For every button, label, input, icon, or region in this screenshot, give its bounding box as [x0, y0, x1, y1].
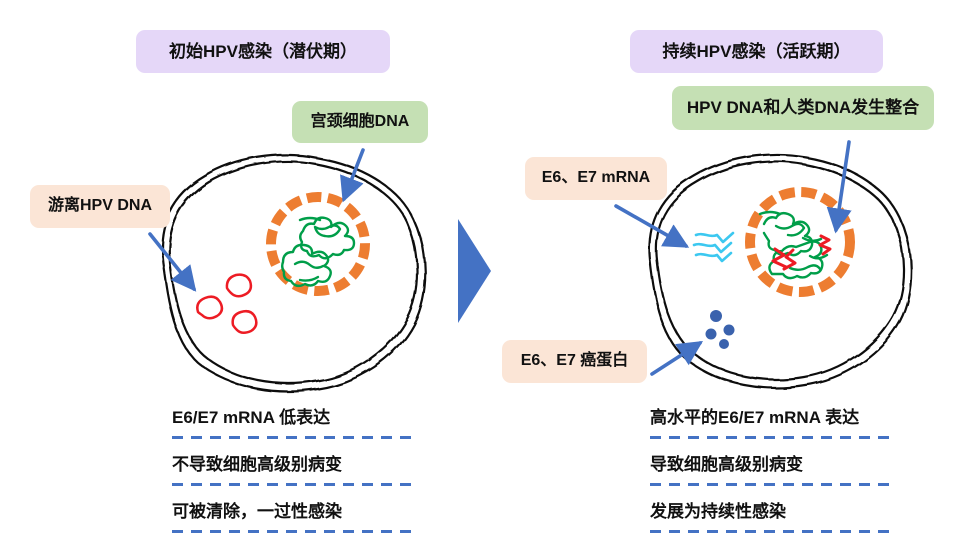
- note-row: 可被清除，一过性感染: [172, 500, 416, 540]
- pointer-arrows: [148, 140, 852, 376]
- dashed-divider: [172, 483, 416, 486]
- oncoprotein-dot: [705, 328, 717, 340]
- right-cell-outer-membrane: [648, 153, 913, 389]
- dna-scribble: [298, 275, 320, 282]
- left-cell-outer-membrane: [161, 153, 427, 393]
- episomal-hpv-dna-label: 游离HPV DNA: [30, 185, 170, 228]
- note-text: 发展为持续性感染: [650, 502, 786, 521]
- note-row: 不导致细胞高级别病变: [172, 453, 416, 500]
- hpv-episome-circle: [225, 273, 253, 298]
- e6-e7-mrna-label: E6、E7 mRNA: [525, 157, 667, 200]
- right-integrated-hpv-dna: [771, 234, 832, 271]
- left-panel-header: 初始HPV感染（潜伏期）: [136, 30, 390, 73]
- dashed-divider: [172, 436, 416, 439]
- left-cell-membrane: [161, 153, 427, 393]
- integrated-hpv-segment: [771, 247, 788, 269]
- right-cell-inner-membrane: [655, 160, 905, 381]
- dna-scribble: [313, 224, 342, 238]
- arrow-mrna: [614, 204, 690, 248]
- dna-scribble: [788, 264, 822, 271]
- right-panel-header: 持续HPV感染（活跃期）: [630, 30, 883, 73]
- note-text: 高水平的E6/E7 mRNA 表达: [650, 408, 860, 427]
- note-row: E6/E7 mRNA 低表达: [172, 406, 416, 453]
- arrow-episomal-dna: [148, 232, 197, 292]
- left-episomal-hpv-dna: [196, 273, 258, 334]
- cervical-cell-dna-label: 宫颈细胞DNA: [292, 101, 428, 143]
- note-text: 导致细胞高级别病变: [650, 455, 803, 474]
- dna-scribble: [281, 243, 332, 288]
- integrated-hpv-segment: [818, 234, 832, 256]
- left-nucleus-membrane: [266, 192, 370, 296]
- note-row: 发展为持续性感染: [650, 500, 894, 540]
- e6-e7-oncoprotein-label: E6、E7 癌蛋白: [502, 340, 647, 383]
- arrow-cell-dna: [340, 148, 365, 203]
- dna-scribble: [758, 210, 782, 216]
- dashed-divider: [650, 436, 894, 439]
- dashed-divider: [172, 530, 416, 533]
- oncoprotein-dots: [705, 310, 735, 349]
- integrated-hpv-segment: [782, 248, 797, 271]
- mrna-strand: [694, 251, 733, 263]
- note-text: 不导致细胞高级别病变: [172, 455, 342, 474]
- mrna-strand: [692, 241, 733, 254]
- left-panel-notes: E6/E7 mRNA 低表达 不导致细胞高级别病变 可被清除，一过性感染: [172, 406, 416, 540]
- right-nucleus-membrane: [745, 187, 855, 297]
- hpv-episome-circle: [231, 309, 258, 334]
- oncoprotein-dot: [710, 310, 722, 322]
- hpv-episome-circle: [196, 295, 224, 320]
- note-row: 导致细胞高级别病变: [650, 453, 894, 500]
- dna-scribble: [293, 260, 325, 269]
- left-cell-inner-membrane: [168, 160, 419, 385]
- mrna-strand: [694, 231, 735, 244]
- progression-arrow: [458, 219, 491, 323]
- arrow-oncoprotein: [650, 341, 704, 376]
- left-nucleus-cell-dna: [281, 216, 356, 288]
- oncoprotein-dot: [723, 324, 735, 336]
- dashed-divider: [650, 530, 894, 533]
- dna-integration-label: HPV DNA和人类DNA发生整合: [672, 86, 934, 130]
- right-panel-notes: 高水平的E6/E7 mRNA 表达 导致细胞高级别病变 发展为持续性感染: [650, 406, 894, 540]
- dashed-divider: [650, 483, 894, 486]
- mrna-strands: [692, 231, 735, 263]
- right-nucleus-cell-dna: [758, 210, 829, 280]
- oncoprotein-dot: [719, 339, 729, 349]
- note-text: E6/E7 mRNA 低表达: [172, 408, 331, 427]
- dna-scribble: [299, 216, 356, 260]
- arrow-integration: [826, 140, 852, 234]
- note-text: 可被清除，一过性感染: [172, 502, 342, 521]
- right-cell-membrane: [648, 153, 913, 389]
- note-row: 高水平的E6/E7 mRNA 表达: [650, 406, 894, 453]
- dna-scribble: [774, 222, 806, 237]
